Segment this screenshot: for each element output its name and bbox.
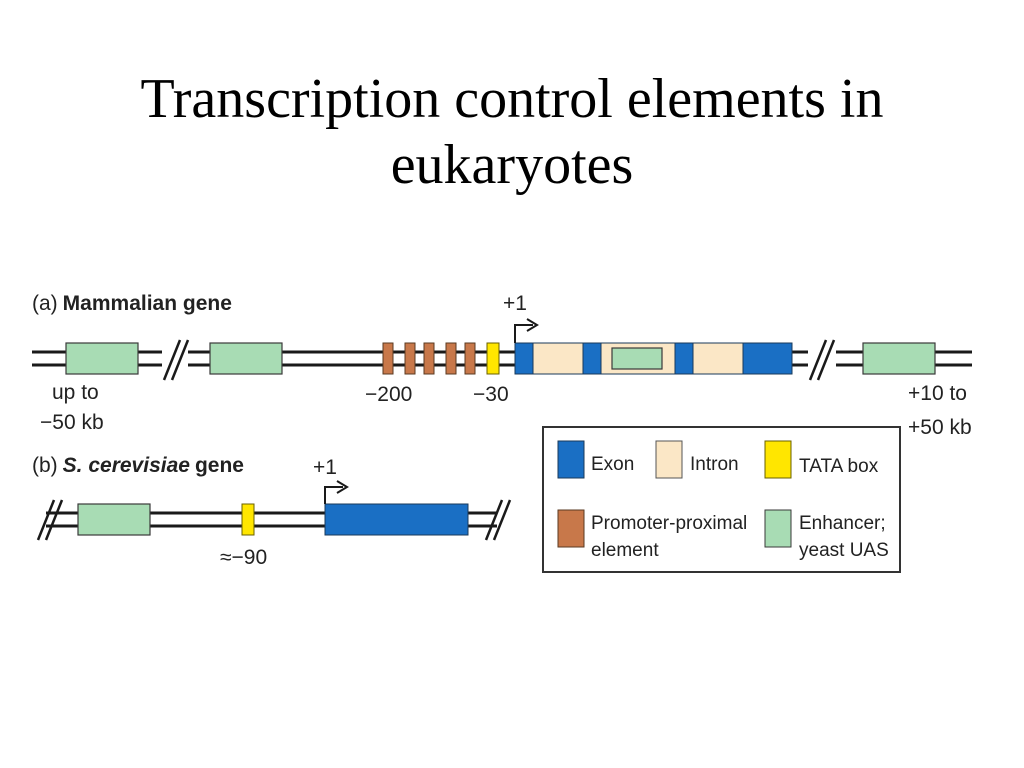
- panel-b-pos-tata: ≈−90: [220, 546, 267, 569]
- panel-a-prefix: (a): [32, 292, 58, 315]
- panel-a-intronic-enhancer: [611, 347, 663, 370]
- panel-a-promoter-elements: [382, 342, 476, 375]
- panel-a-label: (a)Mammalian gene: [32, 292, 232, 315]
- panel-a-right-enhancer-label-1: +10 to: [908, 382, 967, 405]
- panel-a-break-right: [808, 339, 836, 381]
- legend-tata-swatch: [764, 440, 792, 479]
- legend-exon-swatch: [557, 440, 585, 479]
- promoter-element-3: [423, 342, 435, 375]
- panel-a-enhancer-left: [209, 342, 283, 375]
- panel-a-right-enhancer-label-2: +50 kb: [908, 416, 972, 439]
- slide-title: Transcription control elements in eukary…: [62, 66, 962, 198]
- promoter-element-1: [382, 342, 394, 375]
- panel-b-name-rest: gene: [195, 454, 244, 477]
- panel-b-tata-box: [241, 503, 255, 536]
- title-line-2: eukaryotes: [390, 134, 634, 196]
- panel-a-break-left: [162, 339, 190, 381]
- legend-enhancer-label-2: yeast UAS: [799, 540, 889, 561]
- promoter-element-5: [464, 342, 476, 375]
- panel-a-mammalian-gene: (a)Mammalian gene: [32, 292, 972, 439]
- legend-enhancer-label-1: Enhancer;: [799, 513, 886, 534]
- legend-exon-label: Exon: [591, 454, 634, 475]
- panel-a-left-enhancer-label-1: up to: [52, 381, 99, 404]
- promoter-element-2: [404, 342, 416, 375]
- panel-a-left-enhancer-label-2: −50 kb: [40, 411, 104, 434]
- panel-b-break-left: [36, 499, 64, 541]
- panel-a-pos-minus200: −200: [365, 383, 412, 406]
- promoter-element-4: [445, 342, 457, 375]
- legend-intron-label: Intron: [690, 454, 739, 475]
- panel-b-tss-arrow: [324, 480, 349, 504]
- panel-b-name-italic: S. cerevisiae: [63, 454, 191, 477]
- panel-b-exon: [324, 503, 469, 536]
- panel-b-uas: [77, 503, 151, 536]
- panel-a-tata-box: [486, 342, 500, 375]
- legend: Exon Intron TATA box Promoter-proximal e…: [542, 426, 901, 573]
- panel-b-break-right: [484, 499, 512, 541]
- exon-4: [742, 342, 793, 375]
- exon-2: [582, 342, 602, 375]
- panel-a-enhancer-right: [862, 342, 936, 375]
- legend-promoter-label-1: Promoter-proximal: [591, 513, 747, 534]
- legend-enhancer-swatch: [764, 509, 792, 548]
- panel-a-pos-minus30: −30: [473, 383, 509, 406]
- legend-box: [542, 426, 901, 573]
- panel-b-tss-label: +1: [313, 456, 337, 479]
- title-line-1: Transcription control elements in: [140, 68, 884, 130]
- exon-1: [514, 342, 534, 375]
- legend-intron-swatch: [655, 440, 683, 479]
- legend-tata-label: TATA box: [799, 456, 879, 477]
- intron-3: [692, 342, 744, 375]
- legend-promoter-swatch: [557, 509, 585, 548]
- panel-a-enhancer-far-left: [65, 342, 139, 375]
- intron-1: [532, 342, 584, 375]
- panel-a-name: Mammalian gene: [63, 292, 232, 315]
- exon-3: [674, 342, 694, 375]
- panel-a-tss-label: +1: [503, 292, 527, 315]
- panel-a-tss-arrow: [514, 318, 539, 343]
- legend-promoter-label-2: element: [591, 540, 659, 561]
- panel-b-prefix: (b): [32, 454, 58, 477]
